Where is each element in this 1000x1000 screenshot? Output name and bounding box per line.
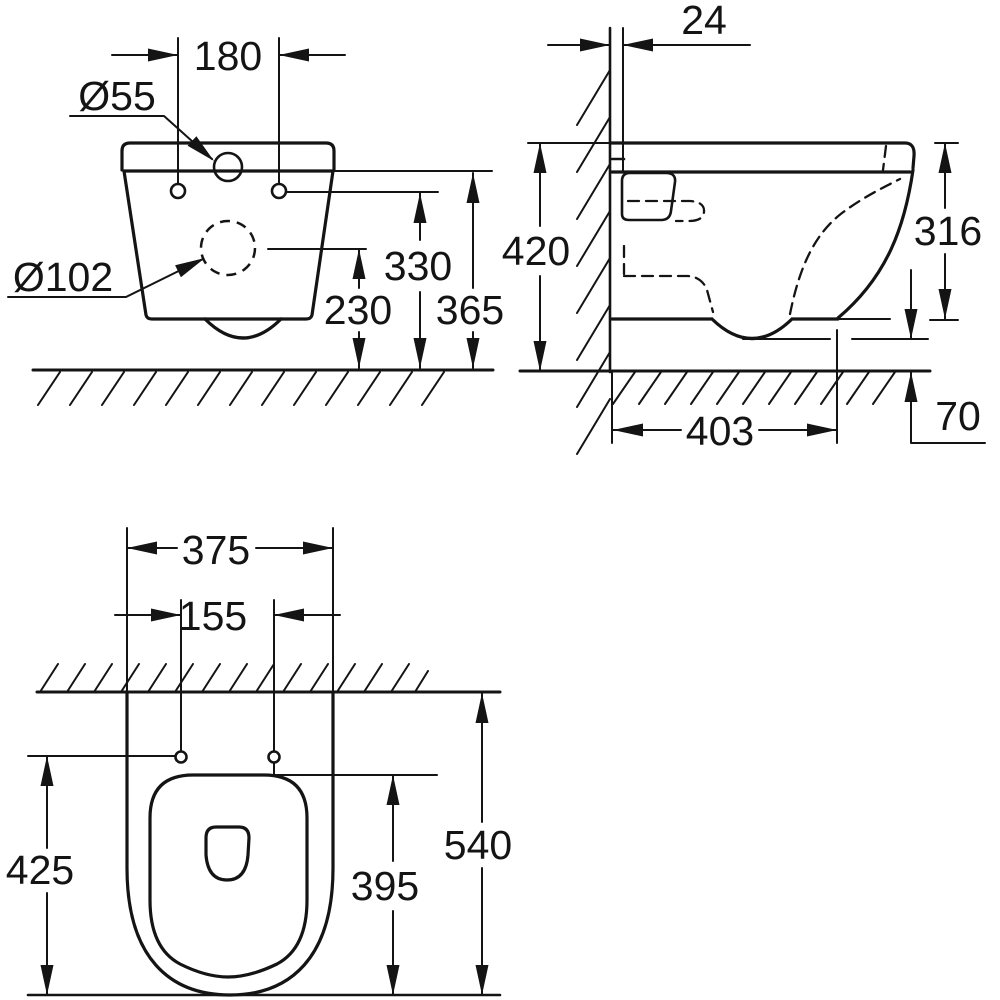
- front-dim-hole-height: 330: [384, 243, 452, 289]
- top-dim-seat-length: 395: [351, 863, 419, 909]
- top-dim-hole-spacing: 155: [179, 593, 247, 639]
- side-dim-depth: 403: [686, 408, 754, 454]
- side-dim-rim-height: 420: [502, 228, 570, 274]
- top-wall-hatching: [39, 663, 429, 693]
- front-fixing-hole-right: [270, 182, 288, 200]
- side-dim-underside-clearance: 70: [935, 393, 981, 439]
- top-dim-width: 375: [182, 527, 250, 573]
- side-wall-hatching: [576, 69, 611, 455]
- front-body-outline: [122, 169, 335, 321]
- side-hidden-trap-outline: [622, 244, 715, 314]
- side-view: 24 420 316 403 70: [502, 0, 986, 455]
- side-inlet-spud-outline: [610, 157, 677, 222]
- front-floor-hatching: [37, 371, 445, 406]
- front-view: 180 Ø55 Ø102 330 230 365: [7, 33, 504, 406]
- side-hidden-bowl-curve: [788, 177, 902, 316]
- front-dim-rim-height: 365: [436, 287, 504, 333]
- front-cistern-lid-outline: [120, 141, 336, 172]
- side-dim-wall-offset: 24: [681, 0, 727, 43]
- front-extension-lines: [7, 37, 493, 298]
- front-outlet-arc: [203, 317, 283, 340]
- top-dimension-arrowheads: [40, 541, 489, 995]
- front-inlet-hole-circle: [212, 151, 244, 183]
- top-bowl-outline: [125, 690, 335, 997]
- side-floor-hatching: [612, 371, 896, 405]
- front-dim-outlet-height: 230: [324, 287, 392, 333]
- top-dimension-lines: [46, 547, 483, 996]
- top-dim-total-depth: 540: [444, 822, 512, 868]
- top-view: 375 155 425 395 540: [6, 527, 512, 997]
- side-hidden-flush-channel: [626, 144, 888, 223]
- side-dimension-lines: [539, 44, 986, 444]
- side-dimension-arrowheads: [533, 38, 952, 437]
- side-dim-body-height: 316: [914, 208, 982, 254]
- top-extension-lines: [27, 527, 438, 776]
- front-dim-inlet-diameter: Ø55: [78, 73, 156, 119]
- top-fixing-hole-left: [174, 750, 188, 764]
- front-fixing-hole-left: [169, 182, 187, 200]
- top-seat-outline: [148, 773, 309, 979]
- front-outlet-circle-hidden: [199, 219, 257, 277]
- front-dim-outlet-diameter: Ø102: [13, 254, 113, 300]
- side-extension-lines: [527, 142, 959, 444]
- front-dim-hole-pitch: 180: [194, 33, 262, 79]
- top-dim-bowl-side-length: 425: [6, 847, 74, 893]
- top-water-spot-outline: [204, 825, 251, 882]
- side-body-outline: [608, 141, 916, 340]
- top-fixing-hole-right: [267, 750, 281, 764]
